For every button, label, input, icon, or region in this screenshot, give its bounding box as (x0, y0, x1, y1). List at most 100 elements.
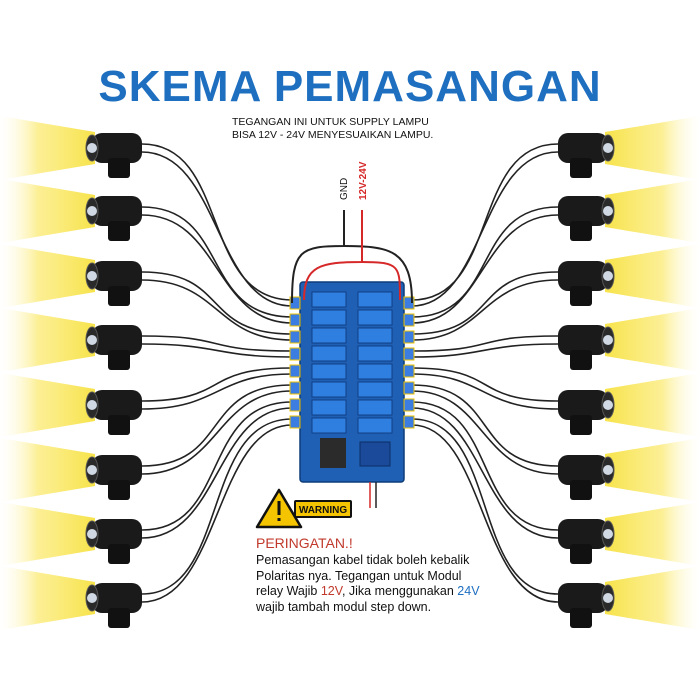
terminal-right (403, 330, 415, 344)
lamp-body (92, 583, 142, 613)
lamp-body (558, 261, 608, 291)
power-terminal (359, 441, 391, 467)
wire-left-b-5 (141, 373, 293, 410)
relay-block (357, 381, 393, 398)
light-beam (0, 502, 95, 566)
terminal-right (403, 415, 415, 429)
lamp-left-7 (0, 502, 142, 566)
relay-block (357, 417, 393, 434)
relay-block (311, 417, 347, 434)
lamp-lens-glare (87, 593, 97, 603)
wire-right-4 (411, 335, 559, 352)
wire-left-b-2 (141, 214, 293, 324)
lamp-bracket (570, 480, 592, 500)
relay-module (289, 281, 415, 508)
wire-right-b-1 (411, 151, 559, 307)
relay-block (311, 309, 347, 326)
lamp-bracket (108, 608, 130, 628)
lamp-bracket (570, 608, 592, 628)
wire-left-2 (141, 206, 293, 318)
lamp-bracket (570, 415, 592, 435)
lamp-bracket (108, 286, 130, 306)
lamp-lens-glare (603, 400, 613, 410)
positive-wire-right (361, 261, 401, 301)
lamp-body (92, 196, 142, 226)
wire-right-b-3 (411, 279, 559, 341)
terminal-left (289, 415, 301, 429)
terminal-left (289, 364, 301, 378)
lamp-left-5 (0, 373, 142, 437)
lamp-body (92, 390, 142, 420)
lamp-body (92, 325, 142, 355)
lamp-body (558, 196, 608, 226)
relay-block (357, 327, 393, 344)
relay-block (311, 327, 347, 344)
relay-block (357, 363, 393, 380)
exclamation-dot (277, 518, 281, 521)
gnd-label: GND (339, 178, 350, 200)
wire-right-1 (411, 143, 559, 301)
lamp-left-3 (0, 244, 142, 308)
supply-note-line1: TEGANGAN INI UNTUK SUPPLY LAMPU (232, 116, 429, 128)
light-beam (605, 373, 700, 437)
relay-block (357, 309, 393, 326)
lamps (0, 116, 700, 630)
wire-left-b-8 (141, 424, 293, 603)
controller-chip (320, 438, 346, 468)
lamp-lens-glare (87, 465, 97, 475)
lamp-left-2 (0, 179, 142, 243)
lamp-body (92, 455, 142, 485)
light-beam (0, 244, 95, 308)
lamp-bracket (108, 480, 130, 500)
supply-note: TEGANGAN INI UNTUK SUPPLY LAMPU BISA 12V… (232, 116, 482, 142)
lamp-body (558, 390, 608, 420)
lamp-right-3 (558, 244, 700, 308)
terminal-left (289, 398, 301, 412)
wire-right-6 (411, 384, 559, 467)
relay-block (357, 291, 393, 308)
lamp-right-2 (558, 179, 700, 243)
terminal-right (403, 296, 415, 310)
lamp-bracket (108, 221, 130, 241)
lamp-body (558, 133, 608, 163)
wire-left-b-7 (141, 407, 293, 539)
lamp-right-1 (558, 116, 700, 180)
wire-right-5 (411, 367, 559, 402)
warning-heading: PERINGATAN.! (256, 535, 353, 551)
wire-right-b-7 (411, 407, 559, 539)
light-beam (0, 566, 95, 630)
light-beam (0, 116, 95, 180)
lamp-lens-glare (87, 271, 97, 281)
wire-left-4 (141, 335, 293, 352)
lamp-right-7 (558, 502, 700, 566)
wire-right-3 (411, 271, 559, 335)
light-beam (0, 308, 95, 372)
lamp-lens-glare (603, 465, 613, 475)
lamp-bracket (570, 221, 592, 241)
wire-left-5 (141, 367, 293, 402)
positive-label: 12V-24V (358, 161, 369, 200)
gnd-wire-right (343, 245, 413, 304)
lamp-right-6 (558, 438, 700, 502)
lamp-body (558, 455, 608, 485)
light-beam (605, 116, 700, 180)
terminal-left (289, 330, 301, 344)
lamp-lens-glare (603, 206, 613, 216)
lamp-lens-glare (603, 143, 613, 153)
light-beam (605, 308, 700, 372)
lamp-bracket (570, 350, 592, 370)
relay-block (311, 345, 347, 362)
page-title: SKEMA PEMASANGAN (98, 62, 602, 111)
gnd-wire (291, 210, 345, 304)
terminal-left (289, 347, 301, 361)
relay-block (311, 381, 347, 398)
positive-wire (303, 210, 363, 301)
wire-right-7 (411, 401, 559, 531)
warning-banner-fill (296, 502, 350, 516)
lamp-left-8 (0, 566, 142, 630)
wire-left-b-6 (141, 390, 293, 475)
wire-left-b-4 (141, 343, 293, 358)
warning-text-part1: Pemasangan kabel tidak boleh kebalik Pol… (256, 553, 470, 598)
wire-right-b-8 (411, 424, 559, 603)
wire-left-7 (141, 401, 293, 531)
